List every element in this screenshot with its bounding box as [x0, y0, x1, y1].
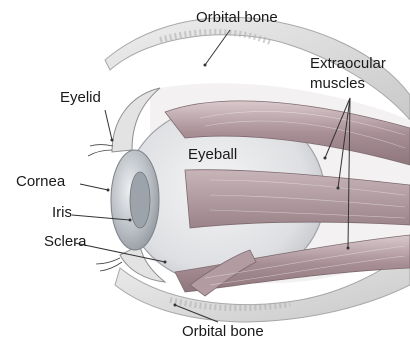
label-orbital-bone-bottom: Orbital bone — [182, 324, 264, 341]
label-sclera: Sclera — [44, 234, 87, 251]
label-iris: Iris — [52, 205, 72, 222]
label-eyeball: Eyeball — [188, 147, 237, 164]
label-eyelid: Eyelid — [60, 90, 101, 107]
iris — [130, 172, 150, 228]
label-orbital-bone-top: Orbital bone — [196, 10, 278, 27]
label-extraocular-line2: muscles — [310, 76, 365, 93]
label-cornea: Cornea — [16, 174, 65, 191]
label-extraocular-line1: Extraocular — [310, 56, 386, 73]
